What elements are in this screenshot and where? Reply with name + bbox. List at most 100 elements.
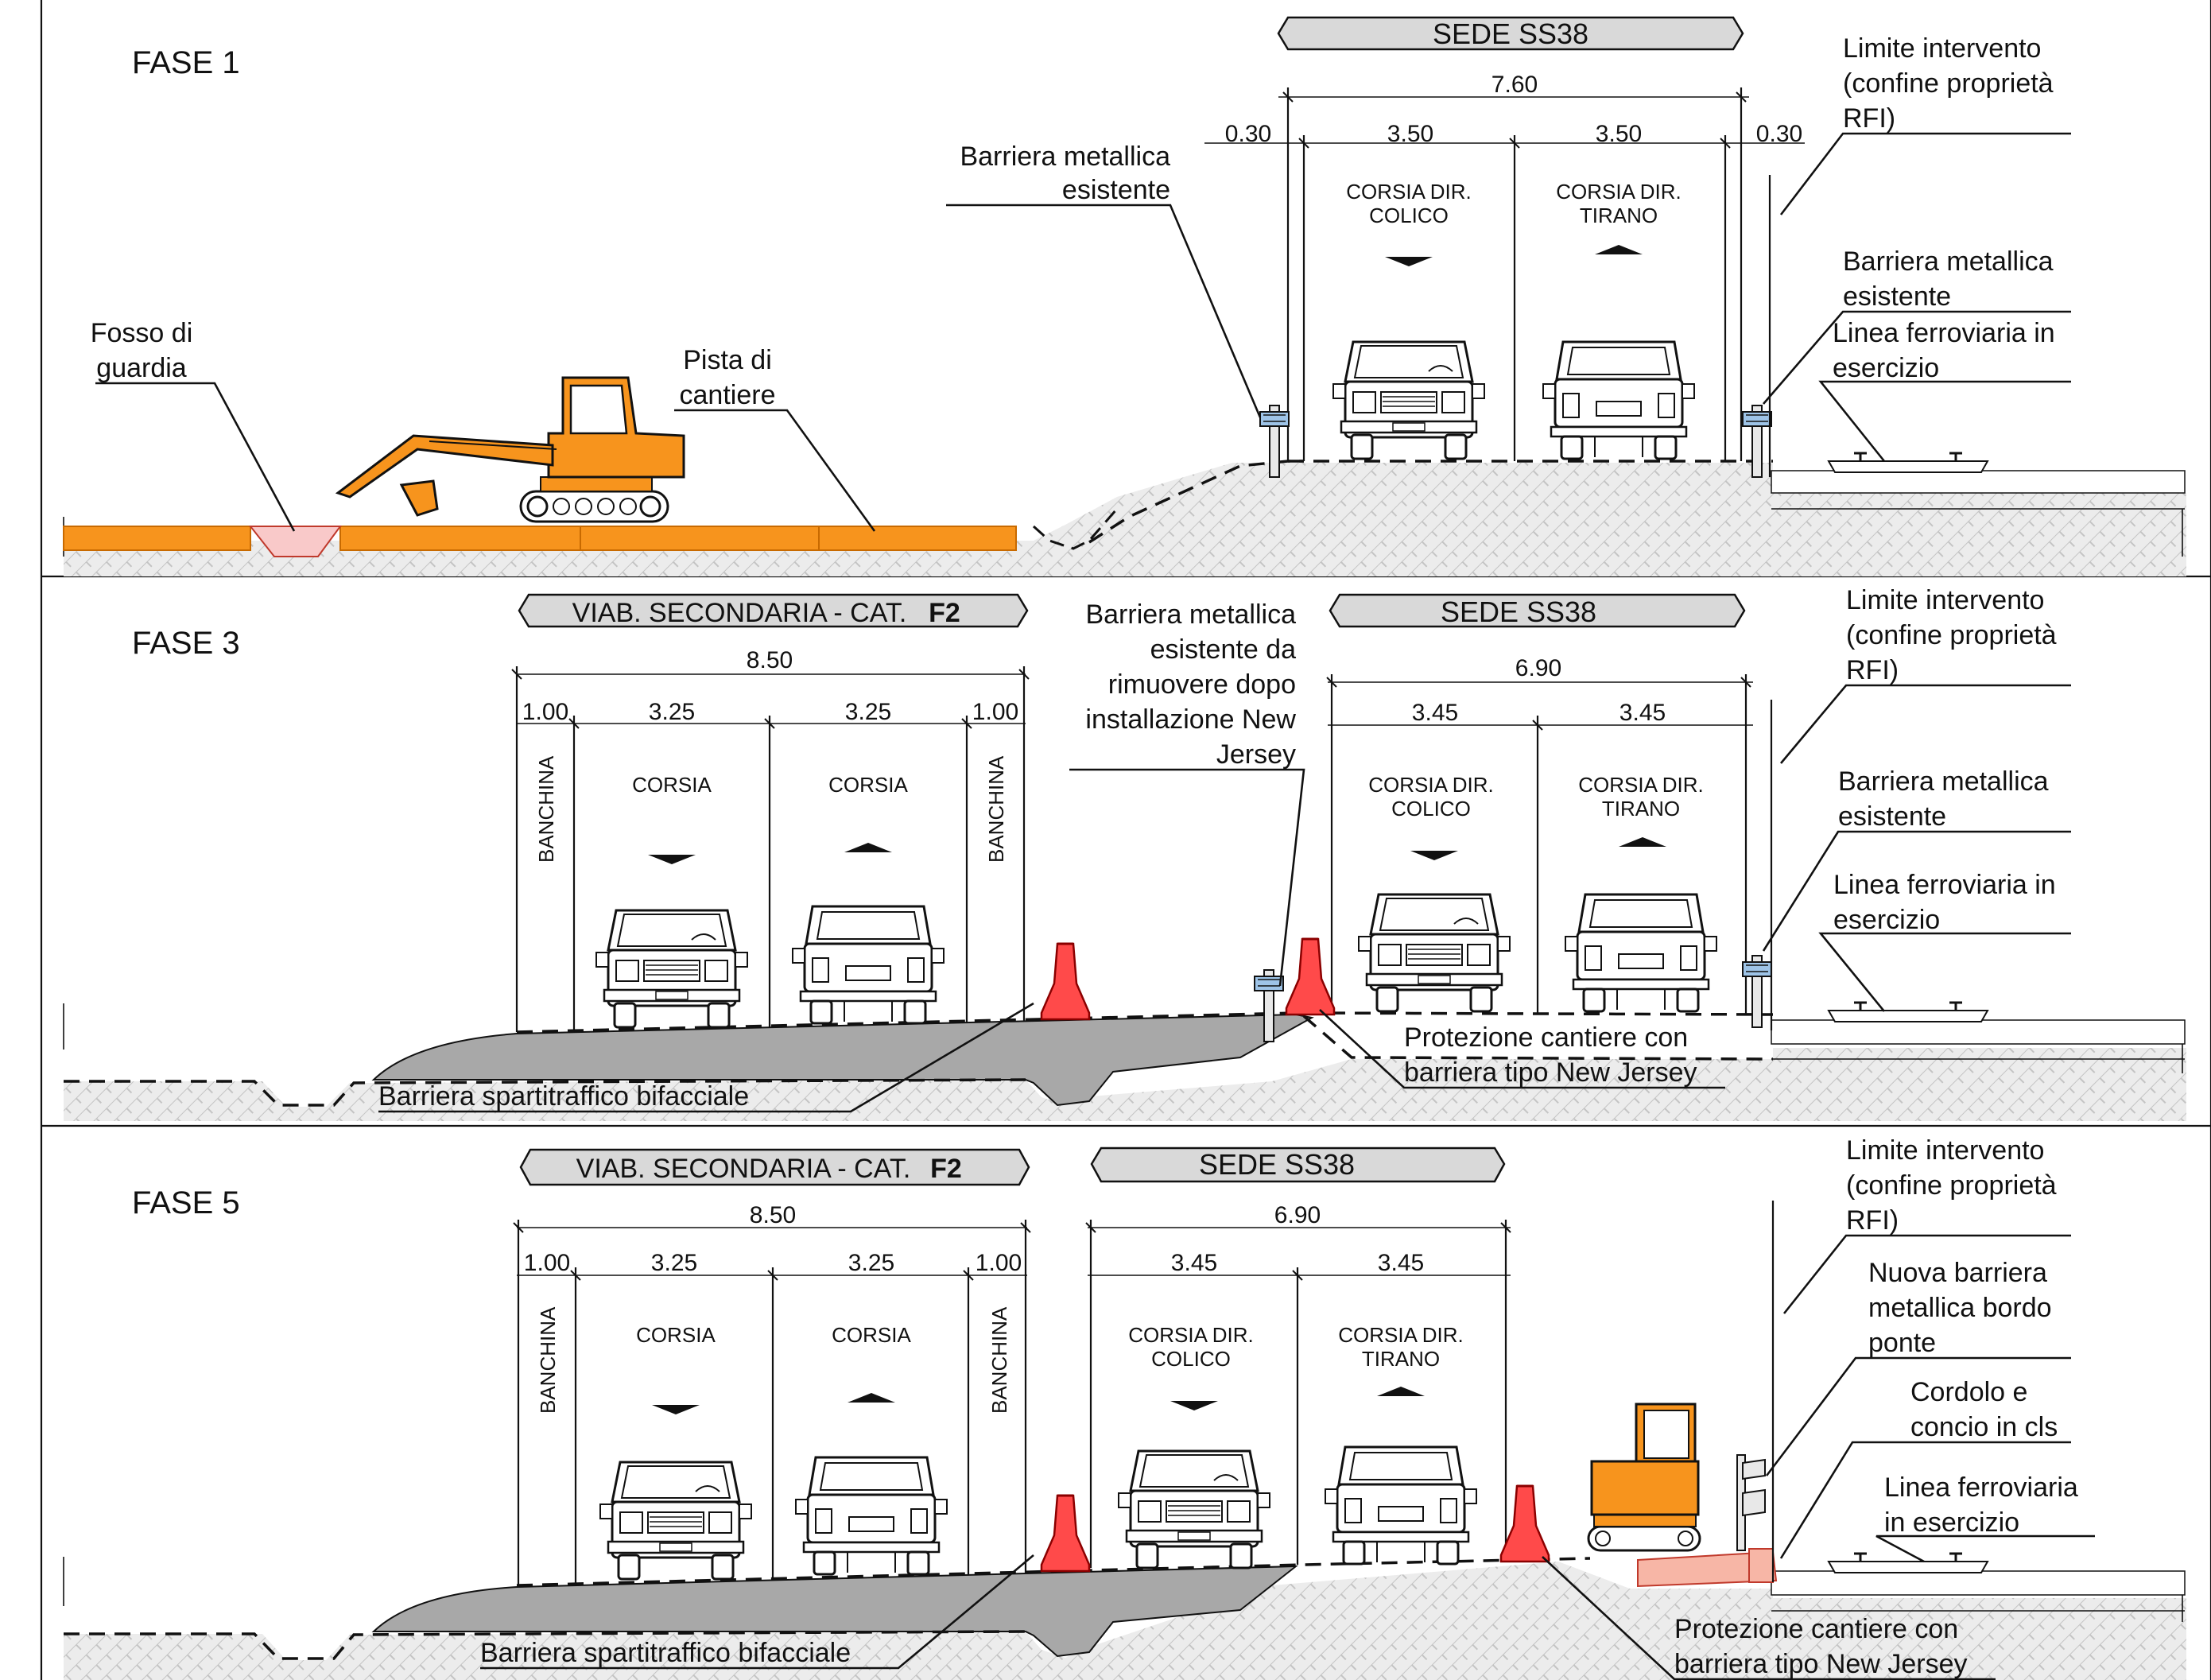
dimension-lines-ss38: 6.90 3.45 3.45 [1326,655,1753,1015]
svg-text:Limite intervento: Limite intervento [1846,1135,2044,1166]
svg-text:1.00: 1.00 [972,699,1018,725]
svg-text:6.90: 6.90 [1274,1202,1321,1228]
rail-track-icon [1827,452,1989,474]
svg-text:BANCHINA: BANCHINA [984,755,1008,863]
svg-text:SEDE SS38: SEDE SS38 [1441,596,1596,628]
panel-fase-5: FASE 5 VIAB. SECONDARIA - CAT. F2 SEDE S… [63,1135,2186,1680]
direction-up-icon [1619,837,1666,847]
excavator-icon [1587,1403,1701,1552]
svg-text:6.90: 6.90 [1515,655,1561,681]
svg-text:Barriera spartitraffico bifacc: Barriera spartitraffico bifacciale [378,1081,749,1112]
svg-text:TIRANO: TIRANO [1602,797,1680,821]
svg-text:barriera tipo New Jersey: barriera tipo New Jersey [1674,1649,1967,1679]
svg-text:1.00: 1.00 [976,1250,1022,1276]
svg-text:RFI): RFI) [1846,655,1899,685]
dimension-lines-secondary: 8.50 1.00 3.25 3.25 1.00 [511,647,1030,1032]
annotation-limit: Limite intervento (confine proprietà RFI… [1782,1135,2071,1314]
direction-down-icon [1170,1401,1218,1410]
svg-text:Limite intervento: Limite intervento [1846,585,2044,615]
svg-text:Nuova barriera: Nuova barriera [1868,1258,2047,1288]
ditch [248,526,342,557]
svg-text:8.50: 8.50 [750,1202,796,1228]
svg-text:(confine proprietà: (confine proprietà [1843,68,2054,99]
direction-down-icon [1410,851,1458,860]
annotation-limit: Limite intervento (confine proprietà RFI… [1779,33,2071,215]
svg-text:Linea ferroviaria in: Linea ferroviaria in [1833,318,2055,348]
annotation-protection: Protezione cantiere con barriera tipo Ne… [1319,1009,1725,1089]
svg-text:CORSIA: CORSIA [636,1323,716,1347]
direction-up-icon [1595,245,1643,254]
annotation-protection: Protezione cantiere con barriera tipo Ne… [1542,1556,1996,1680]
asphalt-fill [371,1013,1314,1107]
annotation-median: Barriera spartitraffico bifacciale [378,1002,1034,1113]
annotation-railway: Linea ferroviaria in esercizio [1818,318,2071,462]
svg-text:CORSIA: CORSIA [828,773,908,797]
svg-text:3.25: 3.25 [651,1250,697,1276]
svg-text:in esercizio: in esercizio [1884,1507,2019,1538]
svg-text:esistente: esistente [1838,801,1946,832]
svg-text:guardia: guardia [96,353,187,383]
svg-text:(confine proprietà: (confine proprietà [1846,1170,2057,1201]
svg-text:esistente: esistente [1062,175,1170,205]
car-front-icon [1332,340,1486,460]
direction-up-icon [844,843,892,852]
svg-text:CORSIA DIR.: CORSIA DIR. [1368,773,1493,797]
svg-text:COLICO: COLICO [1151,1347,1231,1371]
ss38-header: SEDE SS38 [1090,1147,1506,1183]
svg-text:esistente: esistente [1843,281,1951,312]
svg-text:1.00: 1.00 [524,1250,570,1276]
svg-text:RFI): RFI) [1846,1205,1899,1236]
secondary-road-header: VIAB. SECONDARIA - CAT. F2 [518,593,1029,628]
svg-text:concio in cls: concio in cls [1910,1412,2058,1442]
dimension-lines-ss38: 6.90 3.45 3.45 [1085,1202,1511,1568]
car-rear-icon [1564,893,1718,1013]
ss38-header: SEDE SS38 [1329,593,1746,628]
svg-text:ponte: ponte [1868,1328,1936,1358]
svg-text:esercizio: esercizio [1833,905,1940,935]
svg-text:cantiere: cantiere [680,380,776,410]
ss38-header: SEDE SS38 [1277,16,1744,51]
svg-text:3.25: 3.25 [845,699,891,725]
svg-text:1.00: 1.00 [522,699,568,725]
annotation-barrier-existing-left: Barriera metallica esistente [946,142,1262,418]
svg-text:TIRANO: TIRANO [1362,1347,1440,1371]
svg-text:esistente da: esistente da [1150,634,1296,665]
direction-down-icon [648,855,696,864]
svg-text:Cordolo e: Cordolo e [1910,1377,2027,1407]
svg-text:SEDE SS38: SEDE SS38 [1199,1148,1355,1181]
svg-text:3.25: 3.25 [848,1250,894,1276]
svg-text:CORSIA DIR.: CORSIA DIR. [1346,180,1471,204]
svg-text:FASE 3: FASE 3 [132,626,240,661]
railway-platform [1771,470,2186,494]
direction-up-icon [848,1393,895,1403]
secondary-road-header: VIAB. SECONDARIA - CAT. F2 [519,1148,1030,1186]
svg-text:rimuovere dopo: rimuovere dopo [1108,669,1296,700]
annotation-ditch: Fosso di guardia [91,318,296,532]
annotation-limit: Limite intervento (confine proprietà RFI… [1780,585,2071,764]
svg-text:Barriera spartitraffico bifacc: Barriera spartitraffico bifacciale [480,1638,851,1668]
guardrail-icon [1742,955,1772,1028]
svg-text:CORSIA: CORSIA [832,1323,911,1347]
annotation-railway: Linea ferroviaria in esercizio [1875,1472,2095,1563]
dimension-lines: 7.60 0.30 3.50 3.50 0.30 [1204,72,1805,461]
svg-text:BANCHINA: BANCHINA [536,1306,560,1414]
rail-track-icon [1827,1552,1989,1574]
svg-text:CORSIA DIR.: CORSIA DIR. [1578,773,1703,797]
svg-text:SEDE SS38: SEDE SS38 [1433,17,1588,50]
annotation-curb: Cordolo e concio in cls [1779,1377,2071,1559]
svg-text:F2: F2 [930,1154,962,1184]
annotation-median: Barriera spartitraffico bifacciale [480,1554,1034,1670]
rail-track-icon [1827,1001,1989,1023]
svg-text:VIAB. SECONDARIA - CAT.: VIAB. SECONDARIA - CAT. [576,1154,911,1184]
svg-text:CORSIA: CORSIA [632,773,712,797]
new-jersey-barrier-icon [1285,937,1336,1016]
svg-text:barriera tipo New Jersey: barriera tipo New Jersey [1404,1057,1697,1088]
svg-text:7.60: 7.60 [1491,72,1538,98]
car-front-icon [595,909,749,1029]
dimension-lines-secondary: 8.50 1.00 3.25 3.25 1.00 [513,1202,1031,1585]
svg-text:Protezione cantiere con: Protezione cantiere con [1404,1022,1688,1053]
svg-text:Pista di: Pista di [683,345,772,375]
svg-text:VIAB. SECONDARIA - CAT.: VIAB. SECONDARIA - CAT. [572,598,907,628]
svg-text:3.45: 3.45 [1171,1250,1217,1276]
